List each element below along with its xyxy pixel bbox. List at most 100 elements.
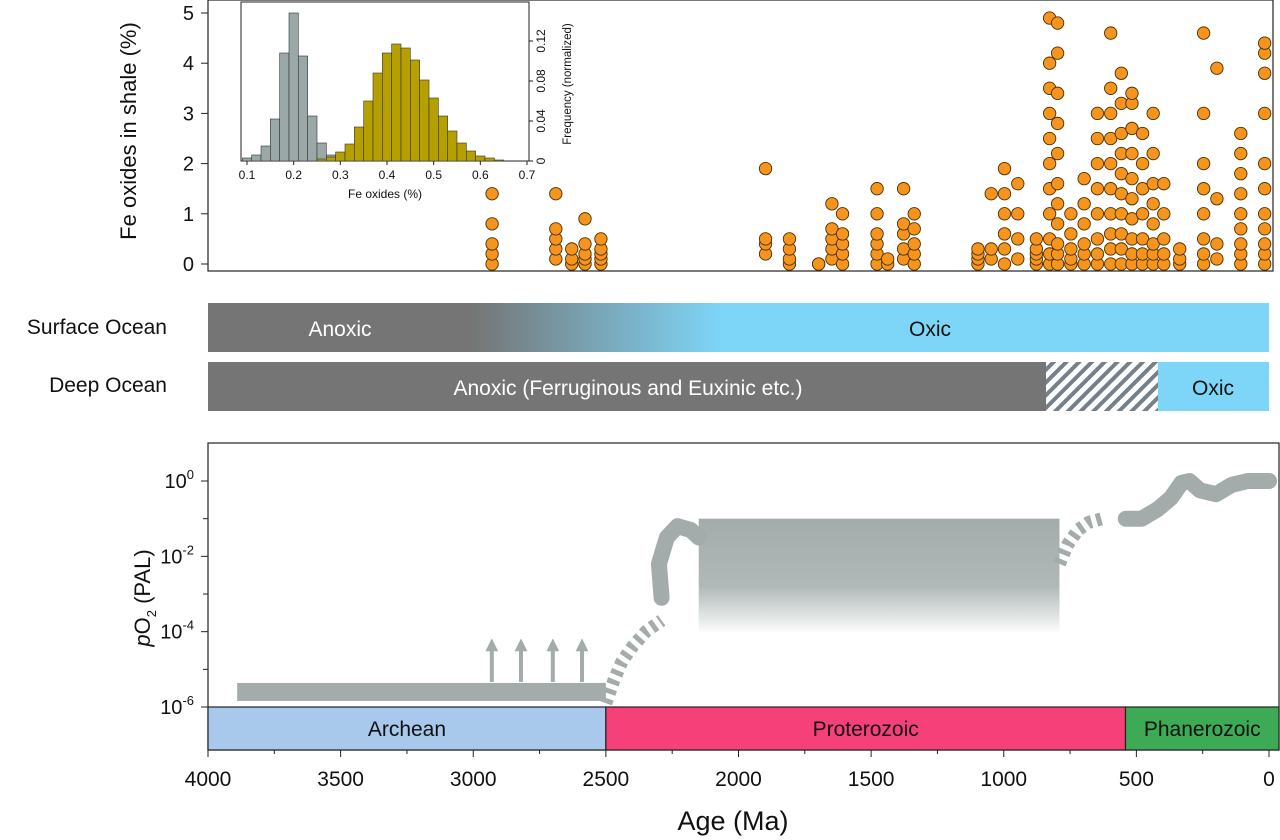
scatter-point [578,237,592,251]
noe-dashed-curve [1053,512,1104,567]
goe-solid-curve [650,518,707,606]
scatter-point [1104,26,1118,40]
histogram-bar-gray [307,115,318,162]
scatter-point [758,232,773,246]
deep-ocean-hatched-segment [1046,362,1158,411]
scatter-point [1146,197,1160,211]
scatter-point [1064,207,1078,221]
scatter-point [1258,36,1272,50]
scatter-point [1050,16,1065,30]
scatter-point [1077,217,1091,231]
scatter-point [1050,177,1065,191]
scatter-point [485,237,499,251]
scatter-point [896,242,911,256]
scatter-point [835,227,850,241]
histogram-x-tick-label: 0.7 [519,168,536,182]
histogram-bar-gray [279,52,290,162]
histogram-bar-olive [391,43,402,162]
scatter-y-tick-label: 2 [183,154,194,176]
po2-y-axis-label: pO2 (PAL) [130,549,159,647]
scatter-point [1090,131,1105,146]
scatter-point [870,227,884,241]
goe-dashed-curve [599,615,666,706]
scatter-point [825,197,839,211]
histogram-y-tick-label: 0.08 [534,69,548,93]
histogram-bar-olive [382,52,392,162]
surface-ocean-row-label: Surface Ocean [27,316,167,339]
histogram-bar-olive [400,47,411,162]
scatter-point [1050,237,1065,251]
scatter-point [1234,166,1248,181]
scatter-point [825,222,839,236]
histogram-x-tick-label: 0.6 [472,168,489,182]
scatter-point [1258,156,1272,171]
scatter-point [1234,237,1248,251]
scatter-point [971,242,985,256]
histogram-bar-olive [438,115,448,162]
scatter-point [1011,252,1025,266]
histogram-bar-olive [456,142,467,162]
histogram-x-axis-label: Fe oxides (%) [348,187,422,201]
scatter-point [896,182,911,196]
scatter-point [1104,106,1118,121]
scatter-point [1011,207,1025,221]
scatter-point [907,237,921,251]
age-tick-label: 1500 [848,768,895,791]
scatter-point [907,207,921,221]
scatter-point [1090,232,1105,246]
age-tick-label: 4000 [185,768,232,791]
po2-label-sub: 2 [144,610,159,617]
histogram-bar-olive [428,97,439,162]
scatter-point [997,187,1012,201]
histogram-y-axis-label: Frequency (normalized) [562,23,574,145]
scatter-point [1210,252,1224,266]
scatter-point [1114,166,1128,181]
scatter-point [1114,207,1128,221]
po2-y-tick-label: 10-6 [160,693,194,719]
po2-label-rest: (PAL) [130,549,155,610]
scatter-point [1196,182,1211,196]
histogram-bar-olive [466,150,476,162]
scatter-point [1125,146,1139,161]
scatter-point [565,242,579,256]
scatter-point [997,242,1012,256]
scatter-point [997,161,1012,176]
scatter-point [1114,242,1128,256]
scatter-point [1210,192,1224,206]
scatter-point [1210,61,1224,75]
surface-ocean-oxic-label: Oxic [909,318,951,341]
histogram-bar-olive [447,130,458,162]
scatter-point [758,161,773,176]
scatter-point [1196,106,1211,121]
scatter-point [1258,207,1272,221]
age-tick-label: 2000 [715,768,762,791]
scatter-point [1258,182,1272,196]
scatter-point [997,227,1012,241]
deep-ocean-anoxic-label: Anoxic (Ferruginous and Euxinic etc.) [454,377,803,400]
age-tick-label: 1000 [980,768,1027,791]
histogram-bar-gray [316,142,327,162]
scatter-point [984,187,998,201]
scatter-point [1114,66,1128,80]
scatter-point [1077,237,1091,251]
scatter-point [1173,242,1187,256]
scatter-point [1077,172,1091,186]
phanerozoic-curve [1117,473,1277,527]
scatter-point [1090,182,1105,196]
scatter-point [870,207,884,221]
scatter-point [1196,156,1211,171]
age-tick-label: 500 [1119,768,1154,791]
scatter-point [1090,156,1105,171]
histogram-bar-olive [475,155,486,162]
histogram-bar-olive [344,143,355,162]
scatter-point [1114,126,1128,141]
scatter-point [1258,237,1272,251]
scatter-point [782,232,797,246]
proterozoic-po2-box [698,518,1060,632]
scatter-point [1090,247,1105,261]
scatter-point [1135,126,1150,141]
scatter-y-tick-label: 3 [183,103,194,125]
